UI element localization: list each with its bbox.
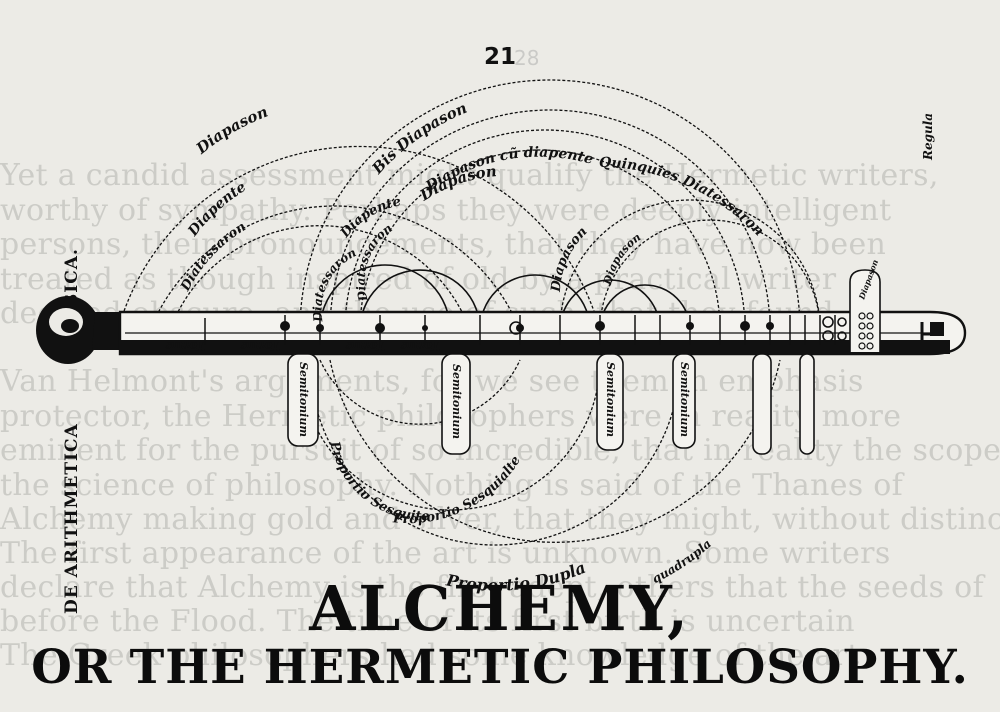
tone-label: Tonus: [400, 339, 440, 353]
semitone-tabs: [287, 353, 815, 455]
tone-labels: Tonus Tonus Tonus Tonus: [165, 339, 440, 353]
label-regula: Regula: [921, 113, 935, 161]
tone-label: Tonus: [240, 339, 280, 353]
label-diapason-right: Diapason: [549, 224, 591, 293]
semitone-label: Semitonium: [450, 364, 463, 439]
bleed-line: The Greek philosophers had some knowledg…: [0, 638, 860, 673]
page-number-ghost: 28: [514, 46, 540, 70]
semitone-label: Semitonium: [297, 362, 310, 437]
page-number: 21: [483, 44, 516, 70]
upper-arcs: [117, 79, 821, 331]
chapter-title-line1: ALCHEMY,: [309, 572, 691, 645]
bleed-line: persons, their pronouncements, that they…: [0, 227, 887, 262]
chapter-title-line2: OR THE HERMETIC PHILOSOPHY.: [31, 640, 969, 695]
semicircle-arcs: [319, 264, 691, 331]
bleed-line: worthy of sympathy. Perhaps they were de…: [0, 193, 892, 228]
monochord-scroll: [36, 296, 130, 364]
label-diapason-left: Diapason: [192, 103, 270, 158]
monochord-body: [118, 310, 967, 356]
bleed-line: declare that Alchemy is the first adept,…: [0, 570, 984, 605]
tone-label: Tonus: [345, 339, 385, 353]
tuning-box: [849, 269, 935, 352]
bleed-line: before the Flood. The time of its first …: [0, 604, 855, 639]
tone-label: Tonus: [165, 339, 205, 353]
label-diapason-right-b: Diapason: [601, 231, 644, 288]
bleed-line: eminent for the pursuit of so incredible…: [0, 433, 1000, 468]
semitone-label: Semitonium: [678, 362, 691, 437]
bleed-line: The first appearance of the art is unkno…: [0, 536, 891, 571]
bleed-line: Alchemy making gold and silver, that the…: [0, 502, 1000, 537]
label-quinquies-diatessaron: Quinquies Diatessaron: [599, 155, 767, 240]
semitone-label: Semitonium: [604, 362, 617, 437]
string-rings: [509, 316, 847, 342]
bleed-line: treated as though inspired of old by a p…: [0, 262, 837, 297]
semitone-labels: Semitonium Semitonium Semitonium Semiton…: [297, 362, 691, 439]
bleed-line: the science of philosophy. Nothing is sa…: [0, 468, 904, 503]
bleed-line: Van Helmont's arguments, for we see them…: [0, 364, 864, 399]
lower-arcs: [299, 359, 781, 546]
